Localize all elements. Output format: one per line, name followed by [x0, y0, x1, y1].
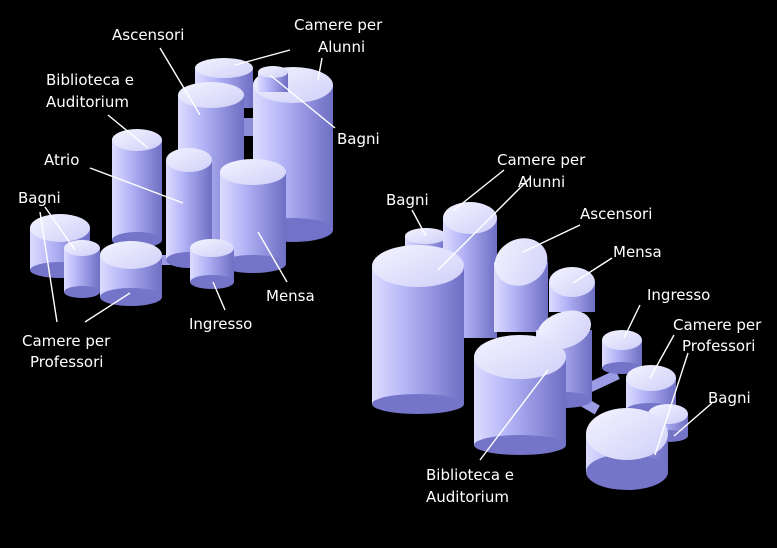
cylinder-biblioteca-r — [474, 335, 566, 455]
cylinder-ingresso-r — [602, 330, 642, 374]
cylinder-camere-prof-front-r — [586, 408, 668, 490]
cylinder-bagni-top — [258, 66, 288, 92]
label-r-bagni-right: Bagni — [708, 389, 751, 407]
label-r-bagni-top: Bagni — [386, 191, 429, 209]
label-r-camere-prof-line2: Professori — [682, 337, 755, 355]
label-r-biblioteca-line2: Auditorium — [426, 488, 509, 506]
label-bagni-left: Bagni — [18, 189, 61, 207]
cylinder-biblioteca-big-r — [372, 245, 464, 414]
label-r-ascensori: Ascensori — [580, 205, 652, 223]
label-biblioteca-line2: Auditorium — [46, 93, 129, 111]
label-r-camere-prof-line1: Camere per — [673, 316, 762, 334]
label-r-camere-alunni-line2: Alunni — [518, 173, 565, 191]
cylinder-biblioteca — [112, 129, 162, 248]
label-r-camere-alunni-line1: Camere per — [497, 151, 586, 169]
leader-lines — [39, 47, 713, 461]
label-biblioteca-line1: Biblioteca e — [46, 71, 134, 89]
label-ingresso: Ingresso — [189, 315, 252, 333]
label-r-ingresso: Ingresso — [647, 286, 710, 304]
cylinder-ingresso — [190, 239, 234, 289]
cylinder-ascensori-r — [494, 238, 548, 332]
cylinder-camere-professori — [100, 241, 162, 306]
label-r-mensa: Mensa — [613, 243, 662, 261]
label-atrio: Atrio — [44, 151, 79, 169]
cylinder-mensa-r — [549, 267, 595, 312]
cylinder-bagni-small — [64, 240, 100, 298]
left-model — [30, 58, 333, 306]
label-camere-prof-line2: Professori — [30, 353, 103, 371]
label-camere-alunni-line2: Alunni — [318, 38, 365, 56]
label-r-biblioteca-line1: Biblioteca e — [426, 466, 514, 484]
label-camere-prof-line1: Camere per — [22, 332, 111, 350]
right-model — [372, 202, 688, 490]
label-mensa: Mensa — [266, 287, 315, 305]
label-bagni-top: Bagni — [337, 130, 380, 148]
label-ascensori: Ascensori — [112, 26, 184, 44]
label-camere-alunni-line1: Camere per — [294, 16, 383, 34]
